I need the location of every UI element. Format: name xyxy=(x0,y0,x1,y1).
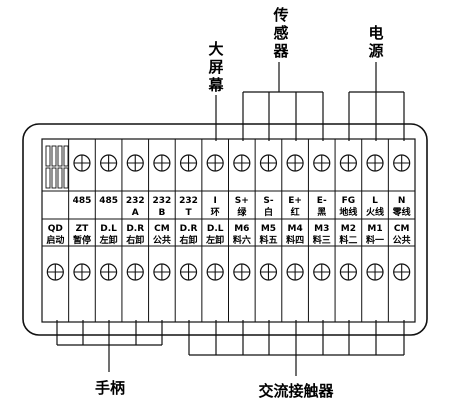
top-terminal-code: L xyxy=(372,196,378,206)
top-terminal-screw-icon xyxy=(286,154,304,172)
top-terminal-desc: 火线 xyxy=(366,206,384,218)
bottom-terminal-screw-icon xyxy=(393,263,411,281)
bottom-terminal-desc: 左卸 xyxy=(99,234,118,246)
contactor-label: 交流接触器 xyxy=(258,382,334,400)
power-bracket xyxy=(348,62,405,141)
screen-label-2: 屏 xyxy=(208,58,223,76)
top-terminal-desc: 黑 xyxy=(317,207,326,218)
top-terminal-code: I xyxy=(213,196,216,206)
handle-label: 手柄 xyxy=(95,379,125,397)
top-terminal-screw-icon xyxy=(339,154,357,172)
bottom-terminal-screw-icon xyxy=(259,263,278,281)
top-terminal-desc: 红 xyxy=(291,206,300,218)
bottom-terminal-code: D.R xyxy=(126,224,144,234)
bottom-terminal-code: CM xyxy=(154,224,170,234)
bottom-terminal-screw-icon xyxy=(313,263,331,281)
top-terminal-desc: 绿 xyxy=(237,206,247,218)
top-terminal-screw-icon xyxy=(393,154,411,172)
bottom-terminal-code: M3 xyxy=(314,224,329,234)
bottom-terminal-screw-icon xyxy=(286,263,304,281)
bottom-terminal-screw-icon xyxy=(100,263,118,281)
top-terminal-code: 232 xyxy=(179,196,198,206)
bottom-terminal-desc: 料一 xyxy=(366,234,384,246)
top-terminal-screw-icon xyxy=(153,154,171,172)
bottom-terminal-screw-icon xyxy=(233,263,251,281)
handle-bracket xyxy=(56,320,163,372)
power-label-2: 源 xyxy=(368,42,383,60)
bottom-terminal-code: M5 xyxy=(261,224,276,234)
contactor-bracket xyxy=(188,320,405,376)
top-terminal-desc: 地线 xyxy=(339,206,357,218)
connector-block-icon xyxy=(45,145,69,189)
screen-label-3: 幕 xyxy=(207,76,224,94)
module-outline xyxy=(22,123,428,336)
top-terminal-code: 232 xyxy=(152,196,171,206)
screen-label-1: 大 xyxy=(208,40,223,58)
top-terminal-code: S- xyxy=(263,196,273,206)
top-terminal-code: 485 xyxy=(99,196,118,206)
top-terminal-screw-icon xyxy=(233,154,251,172)
top-terminal-desc: T xyxy=(185,208,192,218)
bottom-terminal-screw-icon xyxy=(153,263,171,281)
top-terminal-desc: 零线 xyxy=(392,206,411,218)
bottom-terminal-desc: 启动 xyxy=(46,234,64,246)
bottom-terminal-code: M6 xyxy=(234,224,249,234)
bottom-terminal-screw-icon xyxy=(179,263,198,281)
sensor-label-3: 器 xyxy=(272,42,289,60)
bottom-terminal-desc: 公共 xyxy=(393,234,411,246)
top-terminal-screw-icon xyxy=(179,154,198,172)
bottom-terminal-code: M4 xyxy=(287,224,302,234)
top-terminal-screw-icon xyxy=(206,154,224,172)
sensor-bracket xyxy=(242,62,324,141)
bottom-terminal-screw-icon xyxy=(46,263,64,281)
top-terminal-desc: 环 xyxy=(211,207,220,218)
bottom-terminal-desc: 料四 xyxy=(286,234,304,246)
top-terminal-code: E+ xyxy=(288,196,302,206)
bottom-terminal-screw-icon xyxy=(73,263,91,281)
bottom-terminal-desc: 料五 xyxy=(259,234,277,246)
bottom-terminal-code: QD xyxy=(48,224,63,234)
bottom-terminal-desc: 公共 xyxy=(153,234,171,246)
bottom-terminal-desc: 左卸 xyxy=(205,234,224,246)
top-terminal-code: FG xyxy=(342,196,356,206)
bottom-terminal-screw-icon xyxy=(206,263,224,281)
top-terminal-screw-icon xyxy=(100,154,118,172)
sensor-label-2: 感 xyxy=(273,24,288,42)
bottom-terminal-screw-icon xyxy=(366,263,384,281)
top-terminal-desc: B xyxy=(158,208,165,218)
bottom-terminal-desc: 料六 xyxy=(233,234,251,246)
top-terminal-screw-icon xyxy=(366,154,384,172)
top-terminal-screw-icon xyxy=(73,154,91,172)
bottom-terminal-screw-icon xyxy=(339,263,357,281)
top-terminal-code: 232 xyxy=(126,196,145,206)
bottom-terminal-screw-icon xyxy=(126,263,144,281)
power-label-1: 电 xyxy=(368,24,383,42)
bottom-terminal-desc: 暂停 xyxy=(73,234,91,246)
bottom-terminal-desc: 料三 xyxy=(313,234,331,246)
top-terminal-screw-icon xyxy=(313,154,331,172)
bottom-terminal-code: ZT xyxy=(76,224,90,234)
bottom-terminal-desc: 右卸 xyxy=(179,234,198,246)
top-terminal-screw-icon xyxy=(259,154,278,172)
top-terminal-desc: 白 xyxy=(264,206,273,218)
top-terminal-code: E- xyxy=(317,196,327,206)
top-terminal-code: S+ xyxy=(235,196,249,206)
bottom-terminal-code: CM xyxy=(394,224,410,234)
bottom-terminal-desc: 右卸 xyxy=(125,234,144,246)
bottom-terminal-code: D.L xyxy=(207,224,224,234)
bottom-terminal-code: M2 xyxy=(341,224,356,234)
top-terminal-code: 485 xyxy=(73,196,92,206)
top-terminal-desc: A xyxy=(132,208,139,218)
sensor-label-1: 传 xyxy=(272,6,288,24)
top-terminal-screw-icon xyxy=(126,154,144,172)
bottom-terminal-code: M1 xyxy=(367,224,382,234)
bottom-terminal-desc: 料二 xyxy=(339,234,357,246)
top-terminal-code: N xyxy=(398,196,406,206)
bottom-terminal-code: D.L xyxy=(100,224,117,234)
bottom-terminal-code: D.R xyxy=(180,224,198,234)
